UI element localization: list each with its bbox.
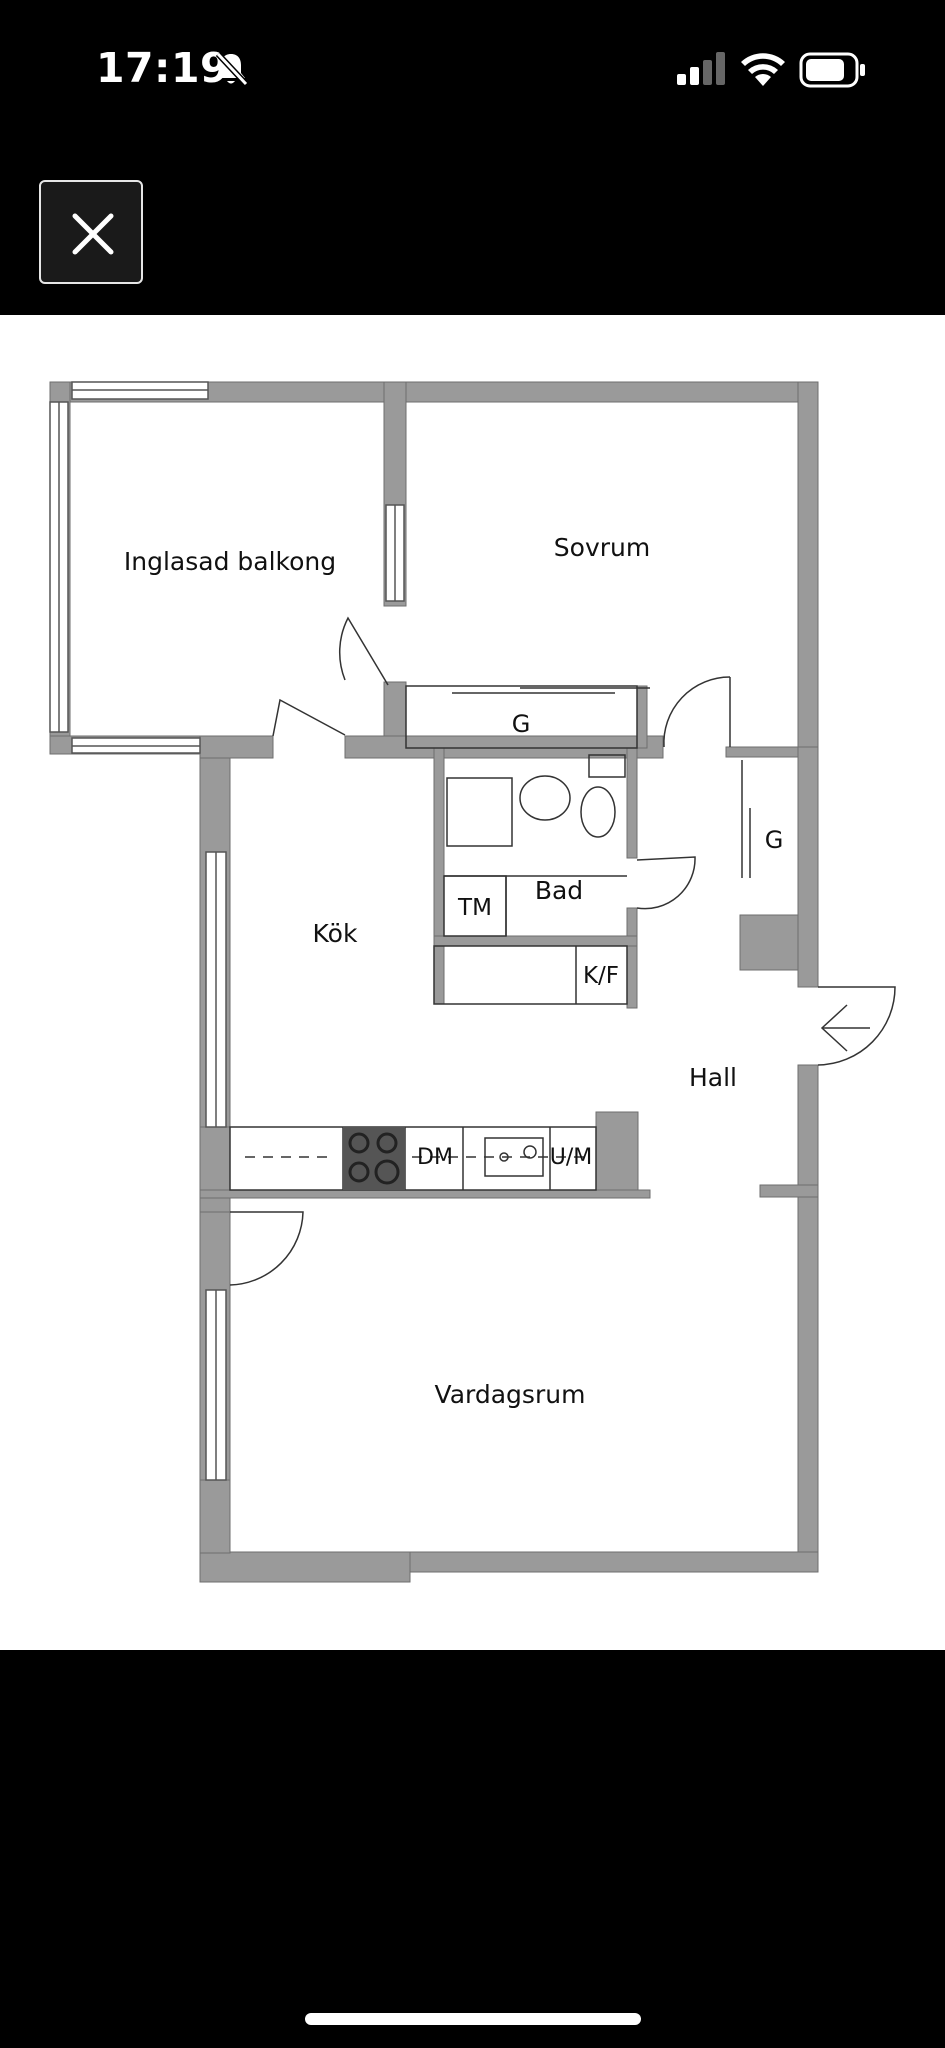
bell-slash-icon (215, 51, 249, 87)
close-icon (72, 213, 114, 255)
label-microwave: U/M (550, 1145, 593, 1170)
label-dishwasher: DM (417, 1145, 453, 1170)
label-washing-machine: TM (457, 895, 492, 921)
clock-time: 17:19 (96, 44, 230, 92)
floor-plan-image[interactable]: Inglasad balkong Sovrum G Kök Bad TM K/F… (0, 315, 945, 1650)
battery-icon (799, 52, 865, 88)
close-button[interactable] (39, 180, 143, 284)
label-bathroom: Bad (535, 876, 583, 905)
status-bar: 17:19 (0, 0, 945, 140)
home-indicator[interactable] (305, 2013, 641, 2025)
label-bedroom-wardrobe: G (512, 710, 531, 738)
label-bedroom: Sovrum (554, 533, 650, 562)
floor-plan-drawing: Inglasad balkong Sovrum G Kök Bad TM K/F… (49, 381, 896, 1583)
label-balcony: Inglasad balkong (124, 547, 336, 576)
label-fridge-freezer: K/F (583, 963, 619, 989)
label-hall: Hall (689, 1063, 737, 1092)
wifi-icon (741, 53, 785, 86)
label-kitchen: Kök (313, 919, 358, 948)
label-hall-wardrobe: G (765, 826, 784, 854)
label-living-room: Vardagsrum (435, 1380, 586, 1409)
cellular-signal-icon (677, 52, 725, 85)
